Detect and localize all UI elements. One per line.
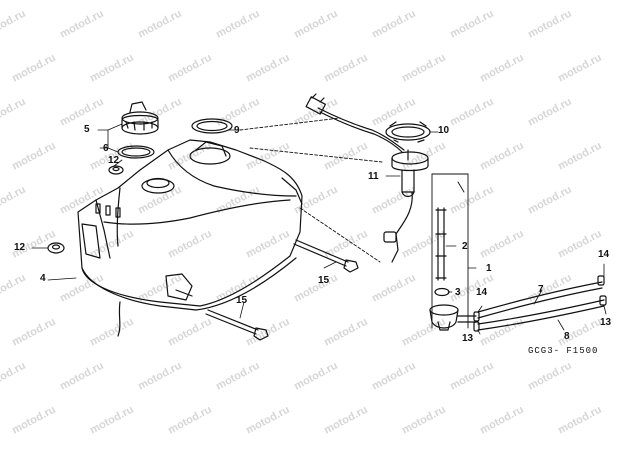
- hose-clips: [473, 275, 607, 332]
- callout-5: 5: [84, 124, 90, 135]
- callout-4: 4: [40, 273, 46, 284]
- callout-9: 9: [234, 125, 240, 136]
- o-ring: [434, 287, 450, 297]
- fuel-hose-7: [477, 281, 603, 319]
- grommet-left: [47, 242, 65, 254]
- callout-1: 1: [486, 263, 492, 274]
- callout-11: 11: [368, 171, 379, 182]
- cap-gasket: [117, 145, 155, 159]
- callout-10: 10: [438, 125, 450, 136]
- callout-15-upper: 15: [318, 275, 330, 286]
- callout-13-right: 13: [600, 317, 612, 328]
- wiring-harness: [305, 93, 413, 263]
- callout-14-left: 14: [476, 287, 488, 298]
- bolt-upper: [293, 239, 359, 273]
- fuel-strainer-tube: [435, 207, 447, 281]
- fuel-cap: [121, 101, 159, 135]
- assembly-leaders: [239, 117, 383, 263]
- fuel-tank: [77, 139, 303, 337]
- fuel-pump-unit: [391, 149, 429, 198]
- diagram-code: GCG3- F1500: [528, 346, 599, 356]
- callout-15-lower: 15: [236, 295, 248, 306]
- fuel-valve: [429, 304, 477, 331]
- callout-12-upper: 12: [108, 155, 120, 166]
- callout-13-left: 13: [462, 333, 474, 344]
- callout-leaders: [31, 123, 607, 335]
- pump-packing: [191, 118, 233, 134]
- callout-14-right: 14: [598, 249, 610, 260]
- pump-lock-ring: [385, 121, 431, 143]
- grommet-upper: [108, 165, 124, 175]
- callout-8: 8: [564, 331, 570, 342]
- callout-12-left: 12: [14, 242, 26, 253]
- callout-2: 2: [462, 241, 468, 252]
- fuel-hose-8: [477, 299, 605, 331]
- exploded-view-bracket: [431, 173, 469, 329]
- callout-3: 3: [455, 287, 461, 298]
- callout-6: 6: [103, 143, 109, 154]
- bolt-lower: [205, 309, 269, 341]
- callout-7: 7: [538, 284, 544, 295]
